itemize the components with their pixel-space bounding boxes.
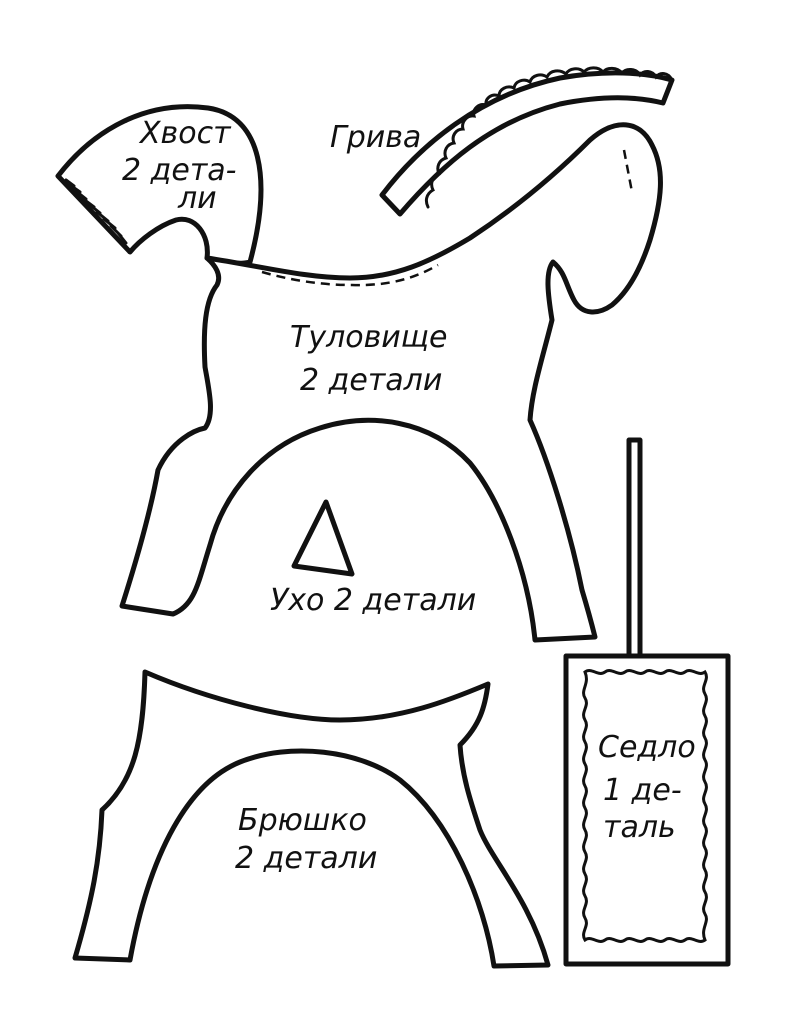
saddle-strap — [626, 437, 643, 661]
tail-hatching — [64, 178, 128, 245]
belly-piece: Брюшко 2 детали — [72, 669, 551, 969]
belly-label-line2: 2 детали — [235, 841, 377, 876]
head-seam-line — [622, 149, 634, 193]
saddle-piece: Седло 1 де- таль — [563, 437, 731, 967]
body-label-line2: 2 детали — [300, 363, 442, 398]
tail-label-line3: ли — [177, 181, 217, 216]
saddle-label-line1: Седло — [598, 730, 696, 765]
ear-piece: Ухо 2 детали — [270, 499, 476, 618]
body-seam-line — [261, 263, 439, 287]
mane-piece: Грива — [330, 66, 675, 217]
mane-label: Грива — [330, 120, 421, 155]
body-label-line1: Туловище — [290, 320, 448, 355]
saddle-label-line3: таль — [603, 810, 676, 845]
tail-label-line2: 2 дета- — [122, 153, 237, 188]
saddle-wavy-border — [582, 669, 708, 943]
belly-label-line1: Брюшко — [238, 803, 367, 838]
saddle-outer — [563, 653, 731, 967]
body-piece: Туловище 2 детали — [119, 122, 663, 643]
tail-label-line1: Хвост — [138, 116, 232, 151]
ear-label: Ухо 2 детали — [270, 583, 476, 618]
saddle-label-line2: 1 де- — [603, 773, 682, 808]
tail-piece: Хвост 2 дета- ли — [55, 104, 264, 266]
mane-fringe — [424, 66, 674, 209]
